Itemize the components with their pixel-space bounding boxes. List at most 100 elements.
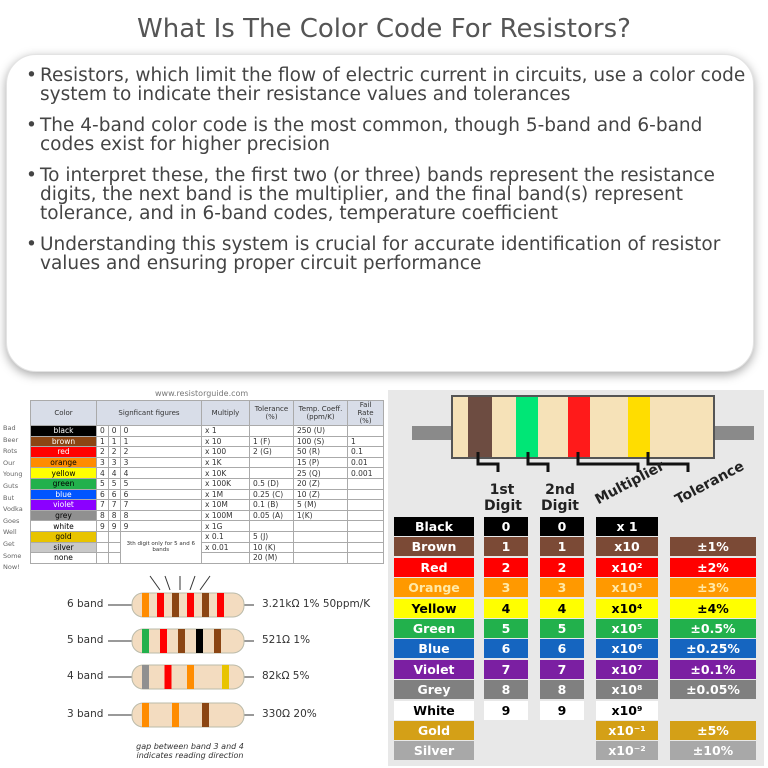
row-digit2: 6 [540,639,584,659]
mnemonic-word: Vodka [3,505,23,514]
cell-digit1: 2 [96,446,109,458]
bracket-line [526,452,550,472]
row-color-name: Blue [394,639,474,659]
color-band [172,703,179,727]
bullet-list: •Resistors, which limit the flow of elec… [26,66,746,285]
row-digit1: 0 [484,517,528,536]
resistor-value: 521Ω 1% [262,634,311,646]
cell-tolerance: 0.5 (D) [249,477,294,490]
cell-digit1 [96,541,109,554]
cell-fail-rate: 1 [347,435,384,448]
color-band [187,665,194,689]
cell-temp-coeff: 1(K) [293,509,348,522]
color-band [202,593,209,617]
cell-multiply: x 100 [201,446,250,458]
cell-digit1: 6 [96,488,109,501]
row-multiplier: x10⁻¹ [596,721,658,740]
row-tolerance: ±1% [670,537,756,557]
cell-digit3: 1 [119,435,203,448]
cell-fail-rate: 0.001 [347,467,384,479]
row-color-name: Red [394,557,474,577]
cell-digit3: 6 [119,488,203,501]
color-band [157,593,164,617]
bullet-item: •The 4-band color code is the most commo… [26,116,746,154]
row-digit2: 0 [540,517,584,536]
cell-temp-coeff: 250 (U) [293,425,348,437]
color-band [196,629,203,653]
mnemonic-word: Some [3,551,22,560]
bracket-line [576,452,640,472]
cell-color: gold [30,530,97,543]
cell-temp-coeff: 50 (R) [293,446,348,458]
bullet-text: The 4-band color code is the most common… [40,115,703,155]
row-color-name: Black [394,517,474,536]
row-digit1: 3 [484,578,528,598]
row-digit1: 8 [484,680,528,700]
cell-multiply: x 1K [201,456,250,469]
cell-tolerance [249,425,294,437]
resistor-type-label: 4 band [67,670,104,682]
note-3rd-digit: 3th digit only for 5 and 6 bands [119,530,203,564]
cell-digit1: 4 [96,467,109,479]
cell-color: blue [30,488,97,501]
cell-temp-coeff: 20 (Z) [293,477,348,490]
row-tolerance: ±0.05% [670,680,756,700]
gap-note: gap between band 3 and 4 indicates readi… [136,742,244,760]
cell-fail-rate: 0.1 [347,446,384,458]
cell-multiply: x 0.1 [201,530,250,543]
cell-temp-coeff: 15 (P) [293,456,348,469]
row-multiplier: x10² [596,557,658,577]
row-multiplier: x10⁵ [596,619,658,638]
cell-color: white [30,520,97,532]
color-band [178,629,185,653]
pointer-line [164,575,171,591]
cell-tolerance: 0.05 (A) [249,509,294,522]
header-temp-coeff: Temp. Coeff. (ppm/K) [293,400,348,426]
row-digit1 [484,721,528,740]
resistor-body [131,664,245,690]
cell-digit3: 9 [119,520,203,532]
mnemonic-word: Guts [3,482,19,490]
row-digit1: 5 [484,619,528,638]
mnemonic-word: Now! [3,563,20,572]
header-multiply: Multiply [201,400,250,426]
color-band [142,703,149,727]
bracket-line [646,452,690,472]
resistor-chart-panel: 1st Digit 2nd Digit Multiplier Tolerance… [388,390,764,766]
row-color-name: Gold [394,721,474,740]
row-digit2: 7 [540,659,584,679]
row-multiplier: x10⁹ [596,700,658,720]
cell-color: none [30,552,97,564]
pointer-line [189,575,196,591]
row-digit1 [484,741,528,760]
color-band [172,593,179,617]
cell-temp-coeff [293,530,348,543]
cell-multiply [201,552,250,564]
row-digit2: 8 [540,680,584,700]
cell-multiply: x 100M [201,509,250,522]
cell-fail-rate [347,425,384,437]
bullet-text: Understanding this system is crucial for… [40,234,721,274]
color-band [628,397,650,457]
cell-fail-rate [347,488,384,501]
cell-fail-rate [347,530,384,543]
cell-digit3: 5 [119,477,203,490]
cell-digit1: 8 [96,509,109,522]
cell-digit3: 7 [119,499,203,511]
cell-temp-coeff: 5 (M) [293,499,348,511]
cell-digit2: 7 [107,499,121,511]
cell-multiply: x 1M [201,488,250,501]
cell-digit1 [96,530,109,543]
cell-fail-rate [347,552,384,564]
row-digit2: 1 [540,537,584,557]
pointer-line [199,575,211,591]
